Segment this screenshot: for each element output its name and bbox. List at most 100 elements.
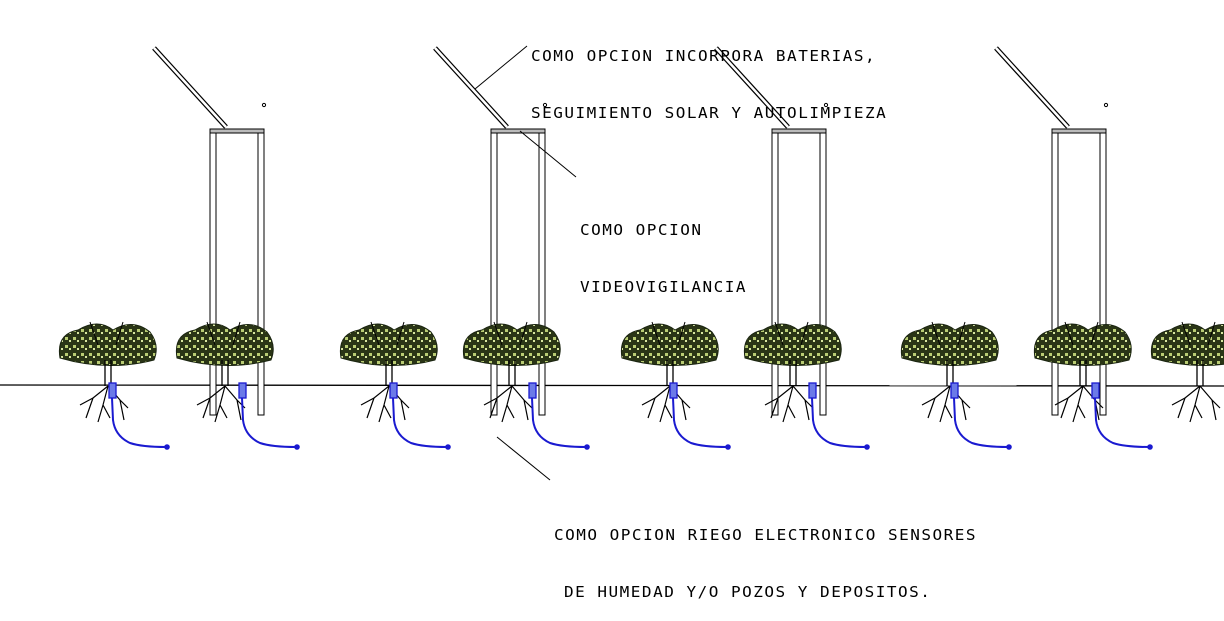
vine-plant	[462, 321, 561, 423]
drip-emitter-icon	[294, 444, 300, 450]
vine-roots	[764, 385, 814, 423]
vine-trunk	[104, 360, 112, 386]
vine-plant	[1033, 321, 1132, 423]
vine-trunk	[221, 360, 229, 386]
drip-emitter-icon	[725, 444, 731, 450]
drip-emitter-icon	[445, 444, 451, 450]
moisture-sensor-icon	[950, 382, 959, 399]
irrigation-sensor	[238, 382, 300, 450]
leader-line-batteries	[474, 45, 528, 90]
post-left	[771, 132, 779, 416]
annotation-batteries: COMO OPCION INCORPORA BATERIAS, SEGUIMIE…	[531, 9, 887, 142]
vine-foliage	[462, 323, 561, 366]
irrigation-sensor	[108, 382, 170, 450]
moisture-sensor-icon	[389, 382, 398, 399]
vine-plant	[58, 321, 157, 423]
vine-foliage	[743, 323, 842, 366]
vine-plant	[900, 321, 999, 423]
vine-trunk	[666, 360, 674, 386]
vine-roots	[483, 385, 533, 423]
drip-emitter-icon	[1006, 444, 1012, 450]
vine-foliage	[620, 323, 719, 366]
vine-trunk	[385, 360, 393, 386]
irrigation-pipe	[111, 397, 167, 448]
ground-line	[0, 384, 1224, 387]
camera-icon	[1103, 102, 1109, 108]
vine-roots	[196, 385, 246, 423]
vine-foliage	[1033, 323, 1132, 366]
moisture-sensor-icon	[528, 382, 537, 399]
annotation-batteries-line2: SEGUIMIENTO SOLAR Y AUTOLIMPIEZA	[531, 103, 888, 122]
vine-plant	[743, 321, 842, 423]
camera-icon	[823, 102, 829, 108]
irrigation-sensor	[528, 382, 590, 450]
vine-plant	[339, 321, 438, 423]
vine-trunk	[508, 360, 516, 386]
irrigation-pipe	[1094, 397, 1150, 448]
camera-icon	[542, 102, 548, 108]
irrigation-pipe	[811, 397, 867, 448]
vine-plant	[620, 321, 719, 423]
vine-trunk	[1196, 360, 1204, 386]
annotation-irrigation-line2: DE HUMEDAD Y/O POZOS Y DEPOSITOS.	[564, 582, 932, 601]
irrigation-pipe	[953, 397, 1009, 448]
vine-plant	[1150, 321, 1224, 423]
vine-roots	[1171, 385, 1221, 423]
post-right	[257, 132, 265, 416]
vine-trunk	[946, 360, 954, 386]
irrigation-pipe	[531, 397, 587, 448]
leader-line-video	[519, 130, 577, 178]
irrigation-sensor	[669, 382, 731, 450]
annotation-batteries-line1: COMO OPCION INCORPORA BATERIAS,	[531, 46, 877, 65]
irrigation-pipe	[672, 397, 728, 448]
vine-trunk	[1079, 360, 1087, 386]
camera-icon	[261, 102, 267, 108]
drip-emitter-icon	[584, 444, 590, 450]
top-beam	[1051, 128, 1107, 134]
irrigation-sensor	[808, 382, 870, 450]
annotation-irrigation-line1: COMO OPCION RIEGO ELECTRONICO SENSORES	[554, 525, 978, 544]
post-right	[538, 132, 546, 416]
irrigation-pipe	[241, 397, 297, 448]
vine-plant	[175, 321, 274, 423]
drip-emitter-icon	[1147, 444, 1153, 450]
top-beam	[209, 128, 265, 134]
irrigation-pipe	[392, 397, 448, 448]
top-beam	[490, 128, 546, 134]
vine-roots	[1054, 385, 1104, 423]
annotation-video-line2: VIDEOVIGILANCIA	[580, 277, 747, 296]
vine-foliage	[58, 323, 157, 366]
irrigation-sensor	[1091, 382, 1153, 450]
vine-roots	[360, 385, 410, 423]
annotation-irrigation: COMO OPCION RIEGO ELECTRONICO SENSORES D…	[554, 488, 977, 621]
solar-structure	[152, 46, 267, 416]
vine-trunk	[789, 360, 797, 386]
leader-line-irrigation	[496, 436, 551, 481]
annotation-video-line1: COMO OPCION	[580, 220, 703, 239]
moisture-sensor-icon	[1091, 382, 1100, 399]
vine-foliage	[900, 323, 999, 366]
drip-emitter-icon	[164, 444, 170, 450]
vine-foliage	[1150, 323, 1224, 366]
post-left	[1051, 132, 1059, 416]
vine-roots	[921, 385, 971, 423]
moisture-sensor-icon	[669, 382, 678, 399]
vineyard-solar-diagram	[0, 45, 1224, 481]
vine-roots	[79, 385, 129, 423]
post-right	[819, 132, 827, 416]
solar-structure	[433, 46, 548, 416]
vine-foliage	[339, 323, 438, 366]
post-left	[209, 132, 217, 416]
solar-structure	[994, 46, 1109, 416]
moisture-sensor-icon	[238, 382, 247, 399]
post-right	[1099, 132, 1107, 416]
irrigation-sensor	[389, 382, 451, 450]
vine-roots	[641, 385, 691, 423]
moisture-sensor-icon	[108, 382, 117, 399]
solar-structure	[714, 46, 829, 416]
post-left	[490, 132, 498, 416]
annotation-video: COMO OPCION VIDEOVIGILANCIA	[580, 183, 747, 316]
drip-emitter-icon	[864, 444, 870, 450]
irrigation-sensor	[950, 382, 1012, 450]
vine-foliage	[175, 323, 274, 366]
